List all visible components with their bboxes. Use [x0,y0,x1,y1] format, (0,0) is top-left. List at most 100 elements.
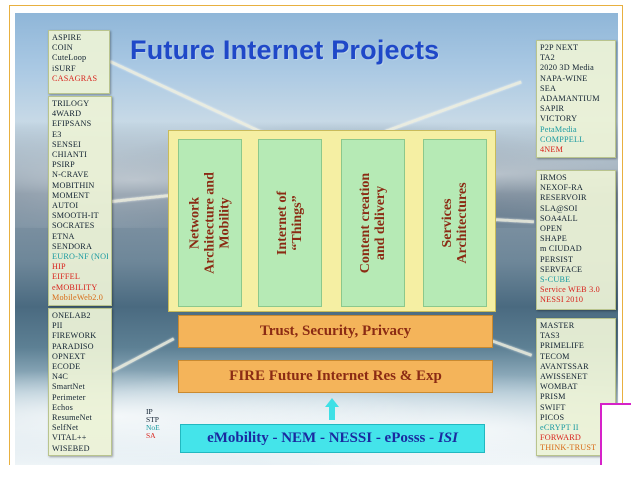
pillar-line: Network [187,196,203,250]
pillar-line: Internet of [275,190,290,256]
project-item: TECOM [540,351,570,361]
project-item: TRILOGY [52,99,90,108]
project-item: PII [52,321,63,331]
project-item: SelfNet [52,423,79,433]
project-item: TAS3 [540,331,560,341]
project-item: AUTOI [52,201,79,211]
pillar-line: Services [440,198,455,248]
project-item: ResumeNet [52,413,92,423]
project-item: NAPA-WINE [540,73,588,83]
project-item: Service WEB 3.0 [540,285,600,295]
up-arrow-icon [325,398,339,420]
project-item: SENSEI [52,139,81,149]
project-item: NESSI 2010 [540,295,584,305]
project-item: Perimeter [52,392,86,402]
project-item: SAPIR [540,104,565,114]
bottom-margin [0,465,631,479]
pillar-label: Internet of “Things” [275,143,305,303]
pillar-line: Architecture and [202,172,218,274]
isi-text: ISI [437,430,458,446]
pillar-line: and delivery [373,185,388,261]
trust-security-privacy-bar: Trust, Security, Privacy [178,315,493,348]
pillar-line: Content creation [358,172,373,274]
project-item: SMOOTH-IT [52,211,99,221]
project-item: iSURF [52,63,76,73]
project-item: EIFFEL [52,272,81,282]
project-item: N-CRAVE [52,170,89,180]
project-item: THINK-TRUST [540,443,597,453]
project-item: RESERVOIR [540,193,587,203]
emobility-text: eMobility - NEM - NESSI - ePosss - [207,430,438,446]
project-item: SA [146,431,156,440]
project-item: m CIUDAD [540,244,582,254]
project-item: WOMBAT [540,382,578,392]
project-item: FORWARD [540,433,581,443]
project-item: IP [146,407,153,416]
project-item: CHIANTI [52,150,88,160]
fire-bar: FIRE Future Internet Res & Exp [178,360,493,393]
pillar-internet-of-things: Internet of “Things” [258,139,322,307]
project-item: VITAL++ [52,433,87,443]
project-item: AWISSENET [540,372,588,382]
project-item: MASTER [540,321,575,330]
project-item: TA2 [540,53,555,63]
project-item: HIP [52,262,66,272]
project-item: SOA4ALL [540,213,578,223]
project-item: eMOBILITY [52,282,98,292]
project-item: SOCRATES [52,221,95,231]
project-item: SHAPE [540,234,567,244]
pillar-label: Services Architectures [440,143,470,303]
project-item: Echos [52,402,74,412]
project-item: SENDORA [52,241,93,251]
project-item: E3 [52,129,62,139]
project-item: IRMOS [540,173,567,182]
project-item: SERVFACE [540,264,583,274]
project-item: FIREWORK [52,331,97,341]
project-item: PRIMELIFE [540,341,585,351]
project-item: eCRYPT II [540,423,579,433]
project-item: MOMENT [52,190,90,200]
project-item: ONELAB2 [52,311,91,320]
project-item: AVANTSSAR [540,361,589,371]
project-item: P2P NEXT [540,43,579,52]
project-item: 4NEM [540,145,564,155]
project-item: STP [146,415,159,424]
pillar-line: “Things” [290,195,305,251]
project-item: 2020 3D Media [540,63,594,73]
pillars-container: Network Architecture and Mobility Intern… [168,130,496,312]
project-item: PICOS [540,412,565,422]
project-item: ASPIRE [52,33,82,42]
project-item: CASAGRAS [52,73,98,83]
slide-title: Future Internet Projects [130,35,440,65]
project-item: NoE [146,423,160,432]
project-item: COMPPELL [540,134,585,144]
project-item: VICTORY [540,114,578,124]
project-item: MobileWeb2.0 [52,292,104,302]
emobility-bar: eMobility - NEM - NESSI - ePosss - ISI [180,424,485,453]
project-item: NEXOF-RA [540,183,583,193]
project-item: PSIRP [52,160,75,170]
project-item: EURO-NF (NOE) [52,252,108,262]
project-item: N4C [52,372,69,382]
project-item: S-CUBE [540,275,571,285]
project-item: SEA [540,83,557,93]
project-item: EFIPSANS [52,119,92,129]
project-item: PetaMedia [540,124,577,134]
project-item: ADAMANTIUM [540,94,600,104]
project-item: PARADISO [52,341,94,351]
project-item: ETNA [52,231,75,241]
project-item: ECODE [52,362,81,372]
project-item: OPEN [540,224,563,234]
project-item: CuteLoop [52,53,87,63]
pillar-label: Content creation and delivery [358,143,388,303]
project-item: PRISM [540,392,566,402]
